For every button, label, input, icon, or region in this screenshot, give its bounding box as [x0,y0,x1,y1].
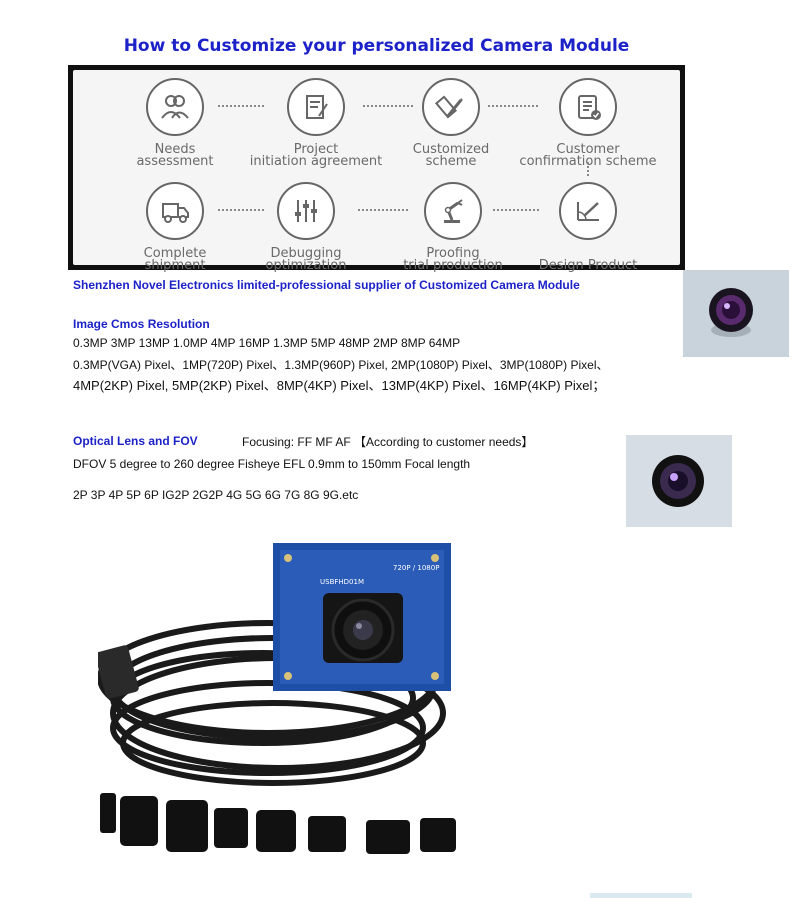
robot-arm-icon [424,182,482,240]
step-label: shipment [144,258,206,273]
bottom-strip [590,893,692,898]
page-title: How to Customize your personalized Camer… [123,36,630,56]
resolution-line: 4MP(2KP) Pixel, 5MP(2KP) Pixel、8MP(4KP) … [73,378,606,393]
sliders-icon [277,182,335,240]
truck-icon [146,182,204,240]
connector [488,105,538,107]
people-icon [146,78,204,136]
optical-line: 2P 3P 4P 5P 6P IG2P 2G2P 4G 5G 6G 7G 8G … [73,488,359,502]
connector [218,105,264,107]
connector [493,209,539,211]
step-label: Proofing [426,246,480,261]
connector [218,209,264,211]
clipboard-check-icon [559,78,617,136]
board-silkscreen: USBFHD01M [320,578,364,586]
camera-module-product-image: 720P / 1080P USBFHD01M [95,538,458,854]
step-label: Needs [154,142,196,157]
connector [587,162,589,176]
camera-lens-image [626,435,732,527]
optical-heading: Optical Lens and FOV [73,434,198,448]
optical-line: DFOV 5 degree to 260 degree Fisheye EFL … [73,457,471,471]
step-label: initiation agreement [249,154,383,169]
step-label: Customized [412,142,490,157]
step-label: trial production [403,258,503,273]
board-silkscreen: 720P / 1080P [393,564,439,572]
resolution-line: 0.3MP 3MP 13MP 1.0MP 4MP 16MP 1.3MP 5MP … [73,336,461,350]
step-label: Complete [143,246,207,261]
drafting-icon [559,182,617,240]
focusing-text: Focusing: FF MF AF 【According to custome… [242,435,534,449]
step-design-product: Design Product [513,182,663,272]
company-tagline: Shenzhen Novel Electronics limited-profe… [73,278,580,292]
pencil-tools-icon [422,78,480,136]
camera-lens-image [683,270,789,357]
step-label: Debugging [270,246,342,261]
resolution-heading: Image Cmos Resolution [73,317,210,331]
connector [358,209,408,211]
resolution-line: 0.3MP(VGA) Pixel、1MP(720P) Pixel、1.3MP(9… [73,358,609,372]
step-label: Customer [556,142,620,157]
step-label: confirmation scheme [519,154,657,169]
step-label: assessment [136,154,214,169]
step-label: Project [293,142,339,157]
connector [363,105,413,107]
document-edit-icon [287,78,345,136]
step-label: scheme [425,154,477,169]
step-label: Design Product [538,258,638,273]
step-label: optimization [265,258,347,273]
